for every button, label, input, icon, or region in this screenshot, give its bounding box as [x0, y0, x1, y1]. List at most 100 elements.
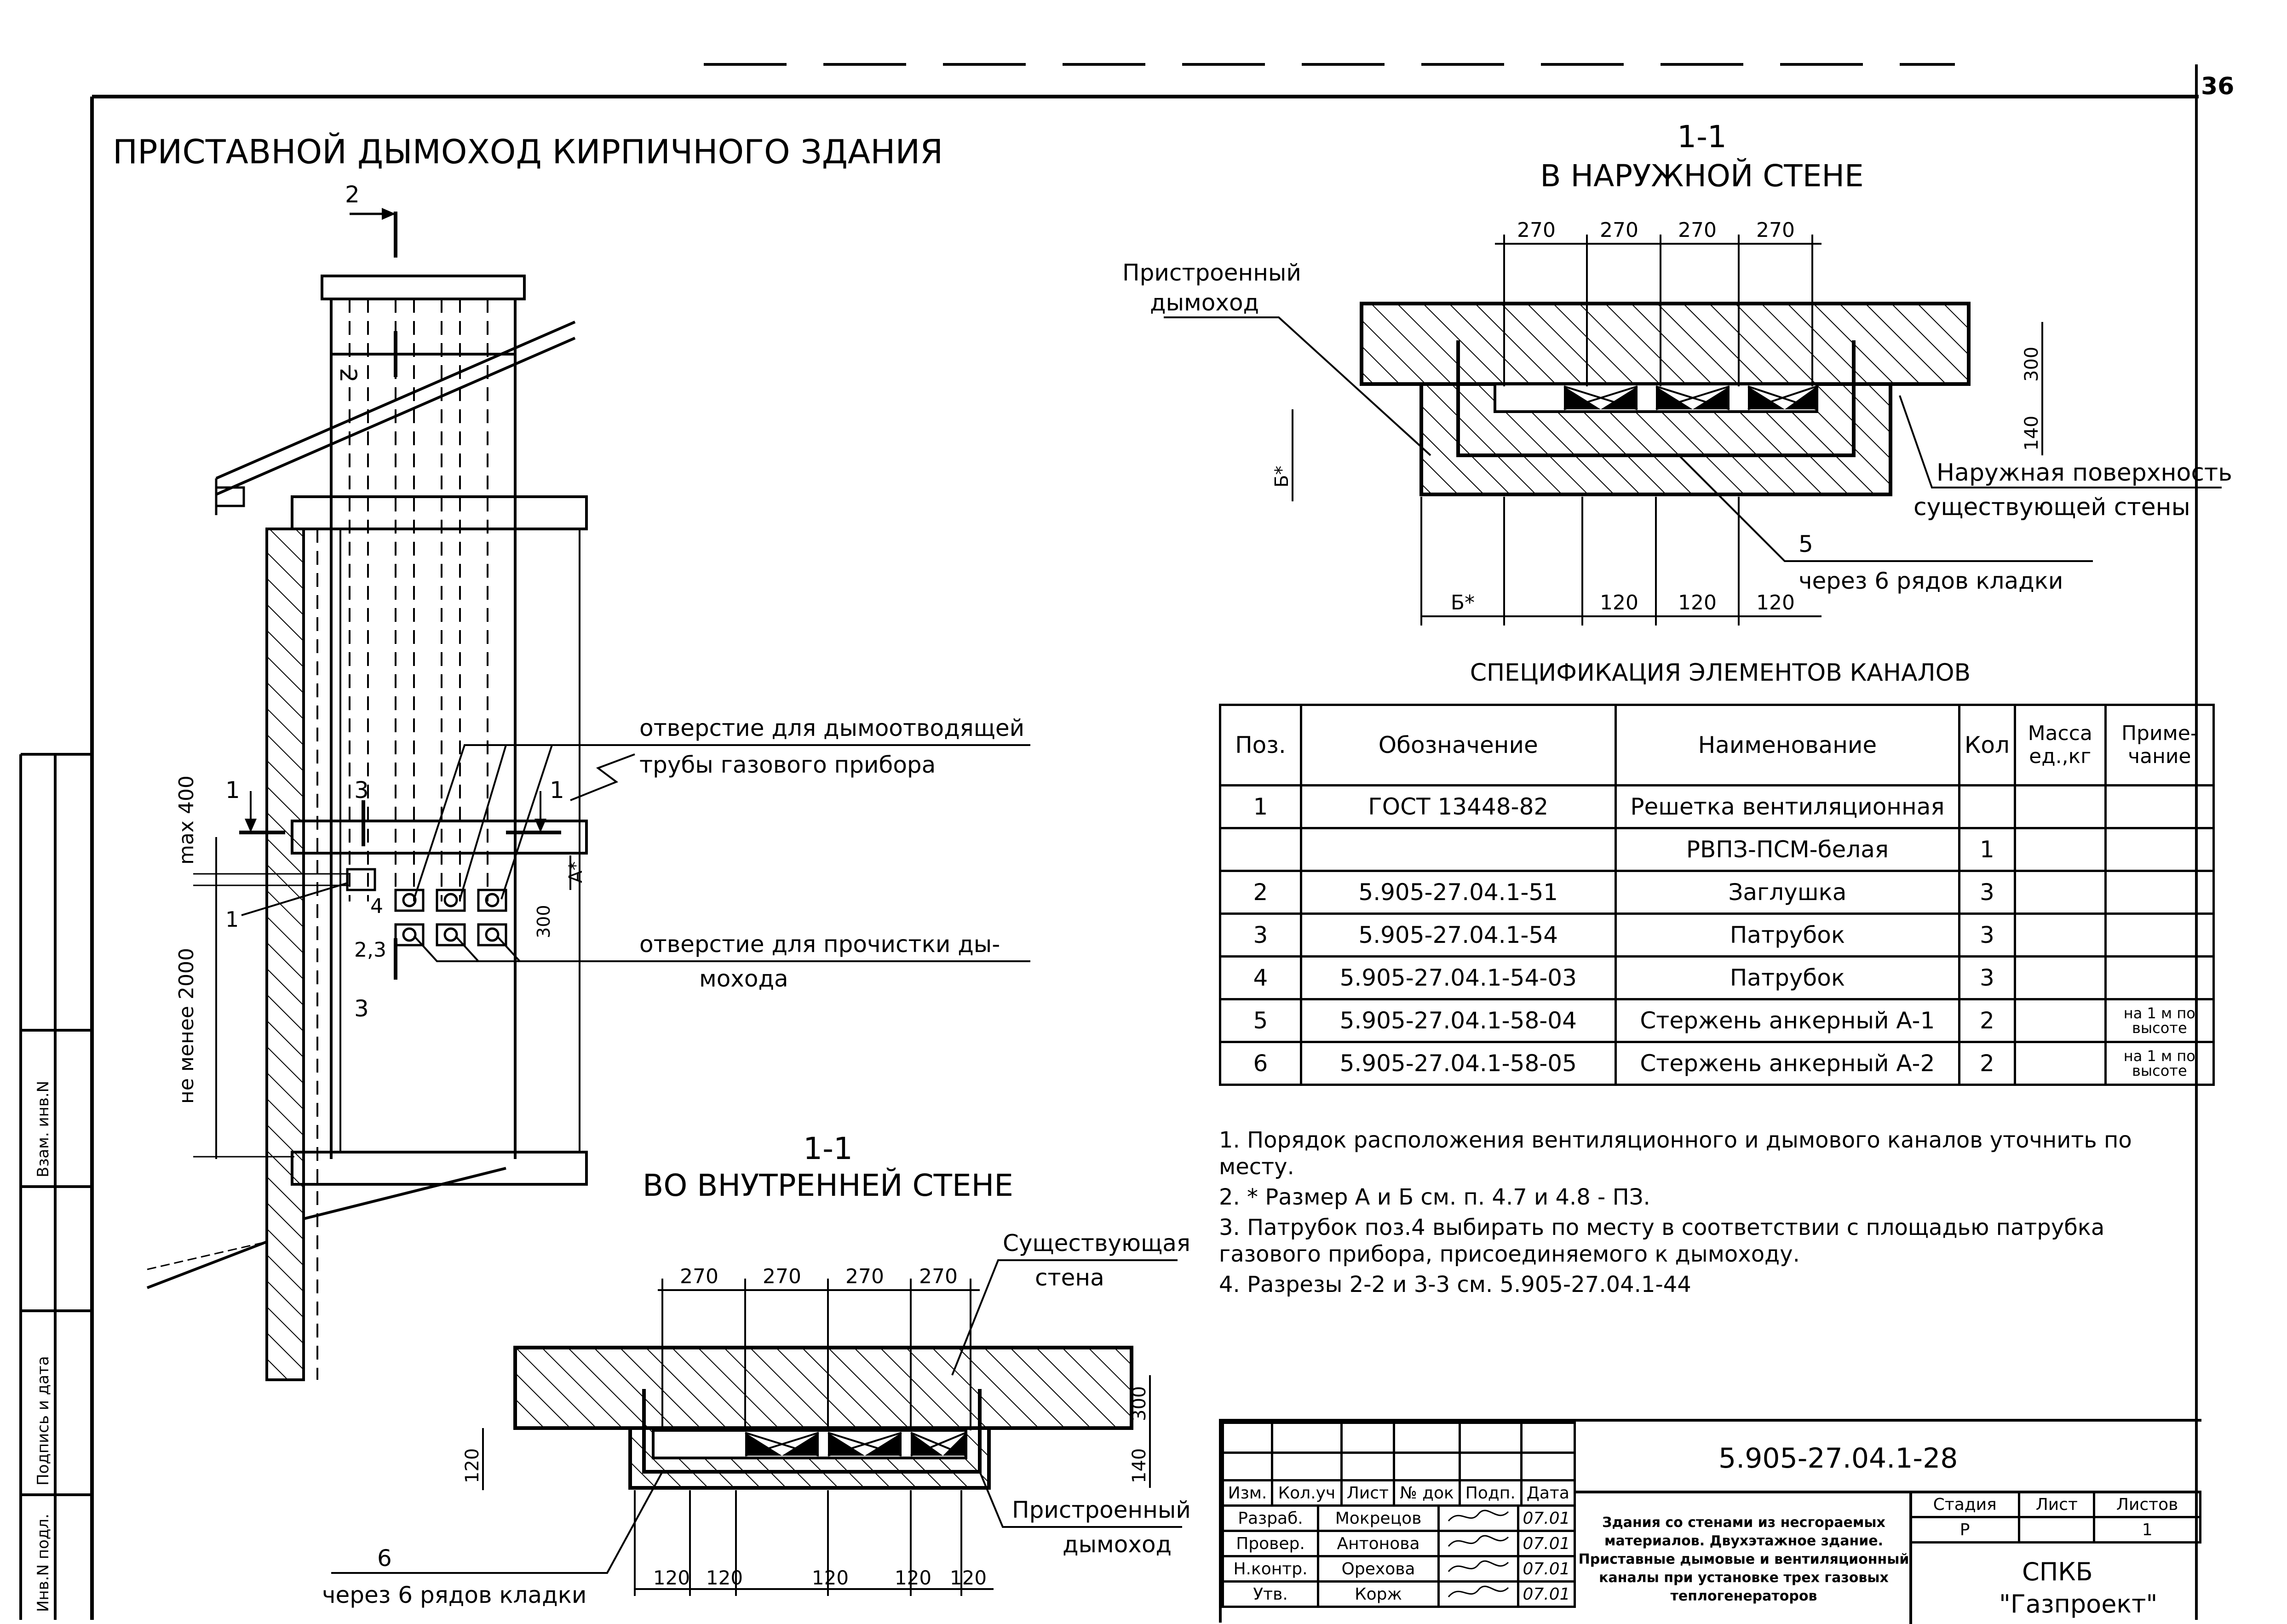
spec-cell-mass	[2013, 912, 2107, 958]
cut-2-top: 2	[345, 181, 360, 208]
note-1: 1. Порядок расположения вентиляционного …	[1219, 1127, 2132, 1180]
spec-cell-code: 5.905-27.04.1-54-03	[1299, 955, 1617, 1000]
spec-cell-name: Стержень анкерный А-1	[1614, 998, 1961, 1043]
outer-dim-top-2: 270	[1600, 218, 1638, 242]
outer-dim-top-4: 270	[1756, 218, 1795, 242]
outer-surface-1: Наружная поверхность	[1936, 459, 2232, 487]
spec-cell-mass	[2013, 870, 2107, 915]
cut-3-top: 3	[354, 777, 369, 803]
spec-cell-name: Стержень анкерный А-2	[1614, 1041, 1961, 1086]
tb-date: 07.01	[1517, 1504, 1576, 1532]
spec-cell-pos: 1	[1219, 784, 1302, 829]
spec-cell-note	[2104, 955, 2215, 1000]
inner-dim-140: 140	[1129, 1448, 1150, 1483]
cut-2-mid: 2	[335, 368, 362, 383]
spec-cell-pos: 5	[1219, 998, 1302, 1043]
inner-pos-6: 6	[377, 1545, 392, 1572]
spec-cell-qty: 2	[1958, 1041, 2016, 1086]
outer-chimney-1: Пристроенный	[1122, 259, 1301, 286]
signature-icon	[1437, 1555, 1519, 1583]
note-4: 4. Разрезы 2-2 и 3-3 см. 5.905-27.04.1-4…	[1219, 1272, 1691, 1297]
spec-h-name: Наименование	[1614, 704, 1961, 786]
outer-dim-bottom-1: 120	[1600, 591, 1638, 614]
inner-dim-top-2: 270	[763, 1265, 801, 1288]
tb-head-cell: Подп.	[1458, 1479, 1523, 1507]
dim-a-star: А*	[565, 861, 586, 883]
spec-cell-qty: 3	[1958, 870, 2016, 915]
spec-cell-note	[2104, 827, 2215, 872]
tb-role: Утв.	[1221, 1580, 1320, 1608]
sheet-label: Лист	[2018, 1491, 2096, 1518]
spec-cell-code: 5.905-27.04.1-58-05	[1299, 1041, 1617, 1086]
outer-dim-top-1: 270	[1517, 218, 1556, 242]
spec-h-qty: Кол	[1958, 704, 2016, 786]
doc-description: Здания со стенами из несгораемых материа…	[1578, 1515, 1909, 1604]
spec-h-note: Приме-чание	[2104, 704, 2215, 786]
stamp-replace: Взам. инв.N	[34, 1081, 52, 1177]
stamp-sign: Подпись и дата	[34, 1356, 52, 1486]
sheets-value: 1	[2093, 1516, 2201, 1544]
outer-rows: через 6 рядов кладки	[1799, 568, 2063, 594]
spec-cell-code: 5.905-27.04.1-51	[1299, 870, 1617, 915]
spec-cell-mass	[2013, 955, 2107, 1000]
tb-name: Орехова	[1317, 1555, 1440, 1583]
spec-cell-mass	[2013, 784, 2107, 829]
signature-icon	[1437, 1530, 1519, 1557]
side-stamp: Взам. инв.N Подпись и дата Инв.N подл.	[19, 753, 92, 1620]
inner-wall-1: Существующая	[1003, 1230, 1190, 1257]
note-2: 2. * Размер А и Б см. п. 4.7 и 4.8 - ПЗ.	[1219, 1184, 1650, 1210]
pos-4: 4	[370, 895, 383, 918]
spec-cell-pos: 4	[1219, 955, 1302, 1000]
org-line-1: СПКБ	[2022, 1557, 2093, 1586]
pos-2-3: 2,3	[354, 938, 386, 962]
elevation-view: 2 2 1 1 3 3	[146, 181, 1030, 1381]
spec-cell-pos: 2	[1219, 870, 1302, 915]
signature-icon	[1437, 1580, 1519, 1608]
inner-dim-bottom-5: 120	[950, 1567, 987, 1589]
stage-label: Стадия	[1909, 1491, 2021, 1518]
stage-value: Р	[1909, 1516, 2021, 1544]
tb-date: 07.01	[1517, 1530, 1576, 1557]
spec-cell-qty	[1958, 784, 2016, 829]
tb-head-cell: Лист	[1340, 1479, 1395, 1507]
sheets-label: Листов	[2093, 1491, 2201, 1518]
inner-dim-bottom-3: 120	[812, 1567, 849, 1589]
tb-name: Мокрецов	[1317, 1504, 1440, 1532]
spec-cell-note	[2104, 784, 2215, 829]
doc-code: 5.905-27.04.1-28	[1718, 1442, 1958, 1475]
spec-cell-qty: 3	[1958, 955, 2016, 1000]
dim-max-400: max 400	[175, 775, 198, 865]
outer-dim-b-vert: Б*	[1271, 466, 1293, 488]
spec-cell-code: ГОСТ 13448-82	[1299, 784, 1617, 829]
spec-title: СПЕЦИФИКАЦИЯ ЭЛЕМЕНТОВ КАНАЛОВ	[1470, 659, 1971, 687]
spec-cell-qty: 3	[1958, 912, 2016, 958]
pos-1: 1	[225, 907, 239, 932]
outer-chimney-2: дымоход	[1150, 289, 1259, 316]
inner-dim-bottom-2: 120	[706, 1567, 743, 1589]
inner-dim-top-1: 270	[680, 1265, 718, 1288]
spec-cell-qty: 2	[1958, 998, 2016, 1043]
sheet-number: 36	[2201, 73, 2234, 100]
spec-cell-code	[1299, 827, 1617, 872]
section-inner-title: ВО ВНУТРЕННЕЙ СТЕНЕ	[643, 1167, 1013, 1203]
tb-role: Провер.	[1221, 1530, 1320, 1557]
dim-min-2000: не менее 2000	[175, 948, 198, 1104]
inner-dim-top-3: 270	[845, 1265, 884, 1288]
signature-icon	[1437, 1504, 1519, 1532]
spec-cell-note	[2104, 870, 2215, 915]
inner-dim-top-4: 270	[919, 1265, 958, 1288]
hole-clean-line2: мохода	[699, 965, 788, 992]
outer-dim-bottom-3: 120	[1756, 591, 1795, 614]
tb-name: Антонова	[1317, 1530, 1440, 1557]
